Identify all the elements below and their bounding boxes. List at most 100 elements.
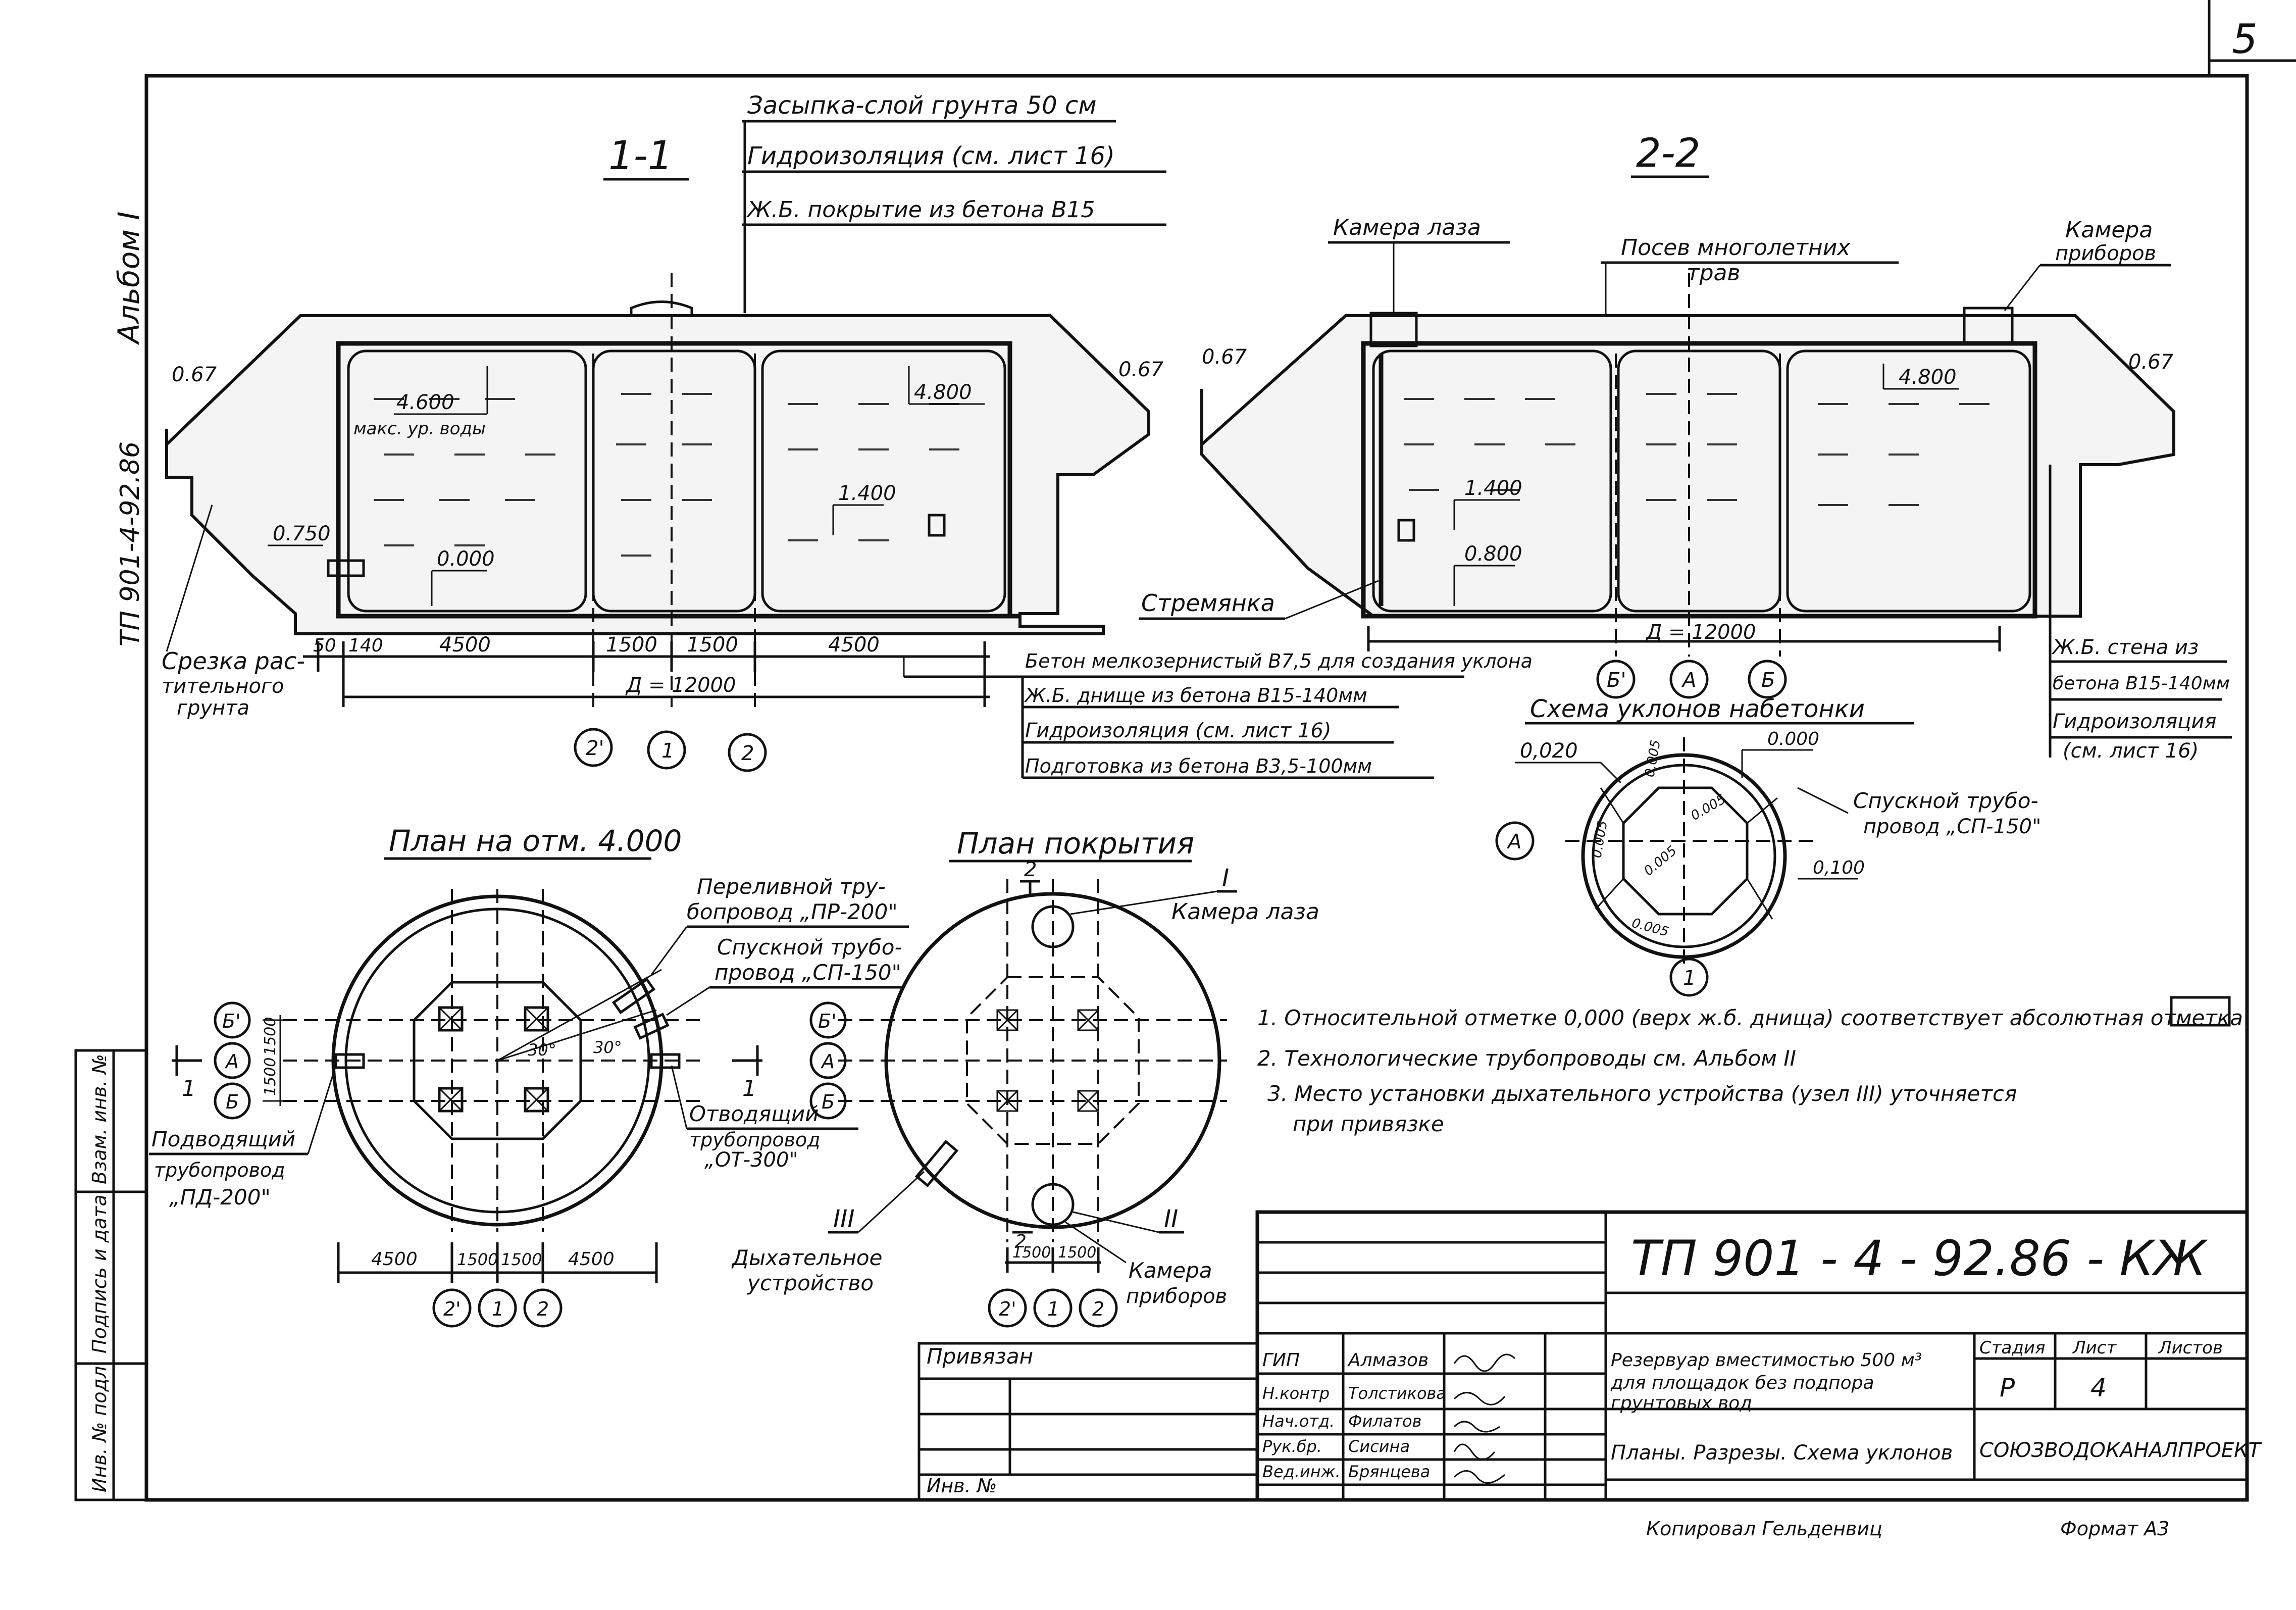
sheets-header: Листов <box>2158 1338 2223 1358</box>
level-pipe: 0.750 <box>273 522 331 545</box>
plan4000-axis-2: 2 <box>537 1298 549 1320</box>
overflow-pipe-2: бопровод „ПР-200" <box>687 899 898 924</box>
name-5: Брянцева <box>1348 1462 1430 1481</box>
desc-2: для площадок без подпора <box>1610 1373 1874 1393</box>
slope-right-2: 0.67 <box>2128 350 2174 374</box>
axis-2prime: 2' <box>586 737 604 760</box>
cover-axis-b: Б <box>822 1091 835 1113</box>
grass-label-1: Посев многолетних <box>1621 235 1851 261</box>
slope-right: 0.67 <box>1118 358 1164 381</box>
organization: СОЮЗВОДОКАНАЛПРОЕКТ <box>1979 1439 2263 1462</box>
scheme-level-6: 0.005 <box>1589 820 1610 860</box>
inv-label: Инв. № <box>927 1475 997 1497</box>
sheet-number: 5 <box>2232 16 2258 63</box>
outlet-pipe-2: трубопровод <box>689 1129 821 1151</box>
role-5: Вед.инж. <box>1262 1462 1341 1481</box>
cover-axis-2prime: 2' <box>999 1298 1016 1320</box>
plan4000-dim-3: 1500 <box>501 1250 542 1269</box>
section-1-1: 1-1 Засыпка-слой грунта 50 см Гидроизоля… <box>162 91 1533 779</box>
scheme-axis-a: А <box>1506 830 1521 853</box>
role-1: ГИП <box>1262 1350 1300 1371</box>
desc-1: Резервуар вместимостью 500 м³ <box>1611 1350 1922 1371</box>
name-4: Сисина <box>1348 1437 1410 1456</box>
angle-2: 30° <box>593 1038 622 1057</box>
stamp-sign: Подпись и дата <box>88 1194 111 1353</box>
wall-callout-1: Ж.Б. стена из <box>2051 636 2199 659</box>
sheet-value: 4 <box>2090 1373 2107 1402</box>
plan-cover-title: План покрытия <box>957 826 1194 861</box>
cover-mark-top: 2 <box>1024 858 1037 881</box>
dim-4500-a: 4500 <box>439 633 491 657</box>
role-2: Н.контр <box>1262 1384 1330 1403</box>
axis-b-prime: Б' <box>1607 669 1626 692</box>
instrument-label-2: приборов <box>2055 242 2156 265</box>
bottom-callout-3: Гидроизоляция (см. лист 16) <box>1025 719 1331 742</box>
axis-a-2: А <box>1681 669 1696 692</box>
stage-header: Стадия <box>1979 1338 2045 1358</box>
doc-code: ТП 901 - 4 - 92.86 - КЖ <box>1631 1230 2208 1287</box>
cover-instrument-2: приборов <box>1126 1285 1227 1308</box>
scheme-level-3: 0,100 <box>1813 858 1865 878</box>
plan4000-axis-2prime: 2' <box>443 1298 461 1320</box>
stamp-inv: Инв. № подл. <box>88 1360 111 1492</box>
name-2: Толстикова <box>1348 1384 1446 1403</box>
mark-ii: II <box>1164 1205 1178 1233</box>
note-1: 1. Относительной отметке 0,000 (верх ж.б… <box>1257 1005 2243 1030</box>
level-top: 4.800 <box>914 381 972 404</box>
diameter-2: Д = 12000 <box>1645 621 1756 644</box>
callout-backfill: Засыпка-слой грунта 50 см <box>747 91 1097 120</box>
inlet-pipe-3: „ПД-200" <box>169 1185 271 1210</box>
cut-note-2: тительного <box>162 675 284 698</box>
cover-axis-1: 1 <box>1047 1298 1059 1320</box>
footer-copied: Копировал Гельденвиц <box>1646 1518 1882 1540</box>
stamp-replace: Взам. инв. № <box>88 1054 111 1184</box>
cover-axis-b-prime: Б' <box>818 1010 837 1032</box>
level-max: 4.600 <box>396 391 454 414</box>
ladder-label: Стремянка <box>1141 589 1275 617</box>
scheme-level-2: 0.000 <box>1767 729 1819 749</box>
cover-dim-1: 1500 <box>1012 1244 1051 1262</box>
level-top-2: 4.800 <box>1899 366 1957 389</box>
dim-ticks <box>317 641 986 707</box>
slope-scheme: Схема уклонов набетонки 0,020 0.000 0,10… <box>1495 695 2041 997</box>
mark-iii: III <box>833 1205 854 1233</box>
dim-1500-a: 1500 <box>606 633 657 657</box>
plan-4000-title: План на отм. 4.000 <box>389 824 682 858</box>
axis-1: 1 <box>661 739 674 763</box>
scheme-level-7: 0.005 <box>1641 843 1679 879</box>
axis-2: 2 <box>741 742 754 765</box>
note-3: 3. Место установки дыхательного устройст… <box>1267 1081 2017 1106</box>
stage-value: Р <box>2000 1373 2015 1402</box>
wall-callout-4: (см. лист 16) <box>2063 739 2199 763</box>
cut-note-3: грунта <box>177 696 249 720</box>
bound-label: Привязан <box>927 1344 1033 1369</box>
plan4000-dim-2: 1500 <box>457 1250 498 1269</box>
cover-hatch-label: Камера лаза <box>1171 899 1319 925</box>
grass-label-2: трав <box>1687 260 1740 286</box>
hatch-label-2: Камера лаза <box>1333 215 1481 240</box>
level-low-2: 0.800 <box>1464 542 1522 566</box>
plan-4000: План на отм. 4.000 30° 30° Переливной тр… <box>149 824 909 1328</box>
diameter-1: Д = 12000 <box>625 674 736 697</box>
breather-1: Дыхательное <box>731 1245 882 1270</box>
note-4: при привязке <box>1293 1112 1444 1136</box>
plan4000-axis-a: А <box>224 1050 239 1073</box>
desc-3: грунтовых вод <box>1611 1393 1752 1414</box>
outlet-pipe-3: „ОТ-300" <box>704 1148 798 1172</box>
dim-140: 140 <box>348 635 383 656</box>
scheme-pipe-2: провод „СП-150" <box>1863 815 2041 838</box>
mark-i: I <box>1222 864 1229 892</box>
notes: 1. Относительной отметке 0,000 (верх ж.б… <box>1257 996 2243 1136</box>
side-stamp: Инв. № подл. Подпись и дата Взам. инв. № <box>74 1049 148 1501</box>
plan4000-axis-b-prime: Б' <box>222 1010 241 1032</box>
outlet-pipe-1: Отводящий <box>689 1101 819 1126</box>
plan4000-axis-b: Б <box>226 1091 239 1113</box>
note-2: 2. Технологические трубопроводы см. Альб… <box>1257 1046 1796 1071</box>
plan4000-left-dim-1: 1500 <box>262 1017 279 1055</box>
wall-callout-2: бетона В15-140мм <box>2053 673 2230 694</box>
sheet-title: Планы. Разрезы. Схема уклонов <box>1611 1441 1953 1465</box>
inlet-pipe-1: Подводящий <box>151 1127 295 1151</box>
section-2-2-title: 2-2 <box>1636 131 1700 176</box>
drain-pipe-1: Спускной трубо- <box>717 935 902 960</box>
